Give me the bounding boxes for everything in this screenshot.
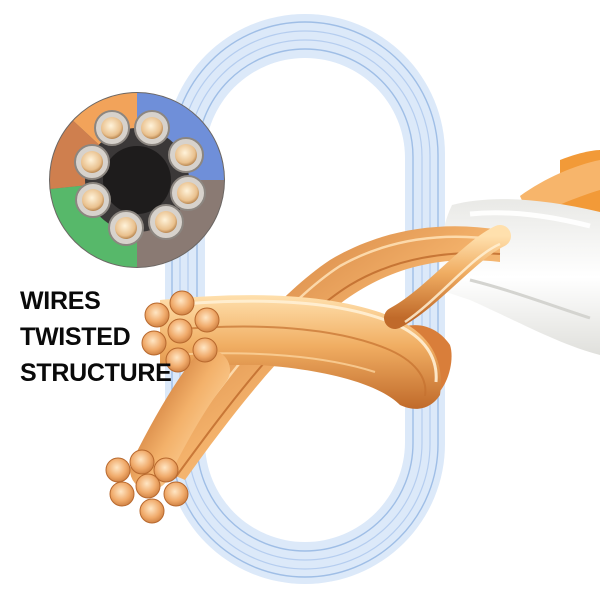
conductor-cores bbox=[74, 110, 206, 246]
upper-strand-ends bbox=[141, 290, 220, 373]
feature-caption: WIRES TWISTED STRUCTURE bbox=[20, 283, 172, 391]
caption-line-1: WIRES bbox=[20, 287, 101, 315]
lower-strand-ends bbox=[105, 449, 189, 524]
copper-strand-front bbox=[130, 225, 511, 490]
caption-line-2: TWISTED bbox=[20, 323, 131, 351]
caption-line-3: STRUCTURE bbox=[20, 359, 172, 387]
